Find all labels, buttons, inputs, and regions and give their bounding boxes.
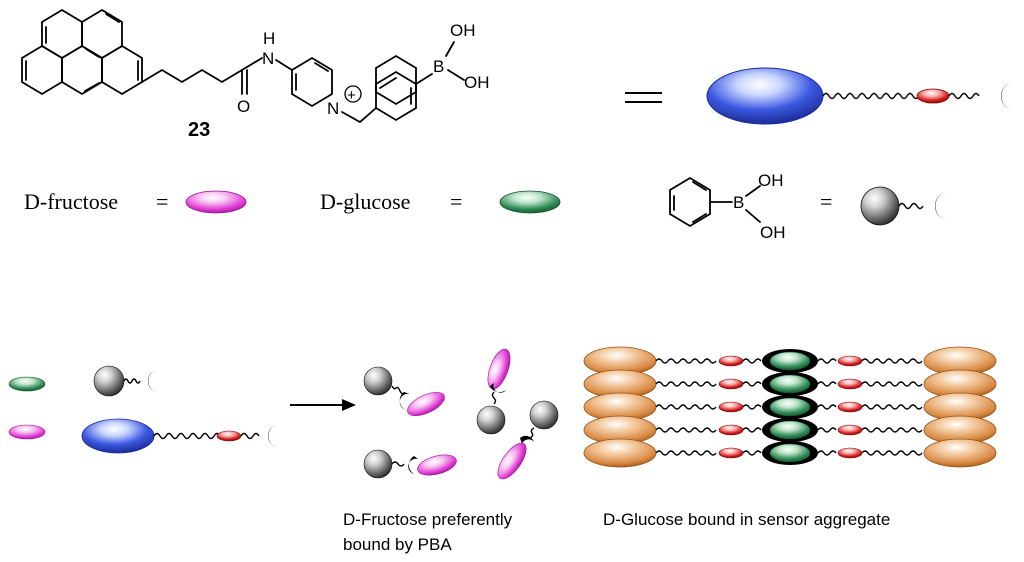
complex-3 bbox=[476, 348, 511, 435]
linker-wave bbox=[742, 381, 762, 387]
sensor-aggregate bbox=[583, 346, 997, 468]
pba-hydroxyl-top: OH bbox=[758, 171, 784, 190]
linker-wave bbox=[655, 450, 717, 456]
pba-fructose-complexes bbox=[363, 348, 559, 480]
pba-equals: = bbox=[820, 189, 832, 214]
pyridinium-ellipse-icon bbox=[216, 430, 242, 442]
fructose-caption-line1: D-Fructose preferently bbox=[343, 510, 513, 529]
linker-wave bbox=[861, 450, 923, 456]
linker-wave bbox=[655, 381, 717, 387]
pyridinium-nitrogen: N bbox=[327, 99, 339, 118]
glucose-ellipse-icon bbox=[499, 190, 561, 214]
pyrene-ellipse-icon bbox=[583, 438, 657, 468]
boron-atom: B bbox=[433, 57, 444, 76]
amide-hydrogen: H bbox=[263, 29, 275, 48]
linker-wave bbox=[861, 427, 923, 433]
glucose-caption: D-Glucose bound in sensor aggregate bbox=[603, 510, 890, 529]
glucose-ellipse-icon bbox=[769, 374, 811, 394]
pba-structure: B OH OH bbox=[669, 171, 786, 242]
amide-nitrogen: N bbox=[262, 49, 274, 68]
fructose-ellipse-icon bbox=[497, 442, 527, 480]
pba-claw-icon bbox=[148, 370, 158, 392]
pyridinium-ring bbox=[291, 56, 333, 108]
linker-wave bbox=[655, 358, 717, 364]
reactants bbox=[8, 365, 278, 454]
pba-sphere-icon bbox=[860, 186, 900, 226]
fructose-ellipse-icon bbox=[185, 190, 247, 214]
pyridinium-ellipse-icon bbox=[718, 424, 744, 436]
complex-4 bbox=[497, 400, 559, 480]
glucose-ellipse-icon bbox=[8, 376, 46, 392]
pba-boron: B bbox=[733, 193, 744, 212]
fructose-ellipse-icon bbox=[417, 454, 457, 476]
pyrene-ellipse-icon bbox=[923, 438, 997, 468]
pyridinium-ellipse-icon bbox=[916, 88, 950, 104]
pba-cartoon bbox=[860, 186, 948, 226]
linker-wave bbox=[822, 92, 920, 100]
linker-wave bbox=[742, 427, 762, 433]
glucose-ellipse-icon bbox=[769, 420, 811, 440]
pba-sphere-icon bbox=[529, 400, 559, 430]
pba-sphere-icon bbox=[363, 449, 393, 479]
fructose-ellipse-icon bbox=[407, 391, 445, 417]
butanoyl-chain bbox=[141, 68, 243, 84]
complex-2 bbox=[363, 449, 457, 479]
pyrene-rings bbox=[21, 8, 143, 96]
pyridinium-ellipse-icon bbox=[718, 355, 744, 367]
fructose-ellipse-icon bbox=[8, 424, 46, 440]
pyridinium-ellipse-icon bbox=[718, 401, 744, 413]
reaction-arrow bbox=[290, 399, 356, 411]
linker-wave bbox=[861, 381, 923, 387]
pyridinium-ellipse-icon bbox=[718, 447, 744, 459]
positive-charge-symbol: + bbox=[347, 87, 356, 104]
fructose-label: D-fructose bbox=[24, 189, 118, 214]
pba-sphere-icon bbox=[93, 365, 125, 397]
compound-23-structure: O N H N + B OH OH 23 bbox=[21, 8, 490, 141]
boronic-acid-claw-icon bbox=[1001, 82, 1014, 110]
pba-sphere-icon bbox=[476, 405, 506, 435]
fructose-caption-line2: bound by PBA bbox=[343, 535, 452, 554]
glucose-equals: = bbox=[450, 189, 462, 214]
pyridinium-ellipse-icon bbox=[718, 378, 744, 390]
pyrene-ellipse-icon bbox=[81, 418, 155, 454]
pyridinium-ellipse-icon bbox=[837, 447, 863, 459]
glucose-ellipse-icon bbox=[769, 443, 811, 463]
linker-wave bbox=[817, 450, 837, 456]
linker-wave bbox=[817, 427, 837, 433]
linker-wave bbox=[742, 358, 762, 364]
linker-wave bbox=[655, 404, 717, 410]
linker-wave bbox=[817, 381, 837, 387]
pyridinium-ellipse-icon bbox=[837, 401, 863, 413]
pba-claw-icon bbox=[935, 192, 948, 220]
linker-wave bbox=[742, 450, 762, 456]
linker-wave bbox=[861, 358, 923, 364]
linker-wave bbox=[861, 404, 923, 410]
linker-wave bbox=[655, 427, 717, 433]
fructose-ellipse-icon bbox=[487, 348, 511, 390]
linker-wave bbox=[817, 404, 837, 410]
glucose-ellipse-icon bbox=[769, 351, 811, 371]
pyrene-ellipse-icon bbox=[706, 67, 824, 125]
sensor-claw-icon bbox=[268, 425, 278, 447]
fructose-equals: = bbox=[156, 189, 168, 214]
pyridinium-ellipse-icon bbox=[837, 424, 863, 436]
compound-number: 23 bbox=[188, 119, 210, 141]
pba-hydroxyl-bottom: OH bbox=[760, 223, 786, 242]
hydroxyl-top: OH bbox=[450, 21, 476, 40]
positive-charge-icon bbox=[344, 85, 362, 103]
linker-wave bbox=[817, 358, 837, 364]
equals-sign-top bbox=[625, 92, 662, 103]
complex-1 bbox=[363, 366, 445, 417]
pba-sphere-icon bbox=[363, 366, 393, 396]
linker-wave bbox=[742, 404, 762, 410]
pyridinium-ellipse-icon bbox=[837, 355, 863, 367]
pyridinium-ellipse-icon bbox=[837, 378, 863, 390]
sensor-cartoon bbox=[706, 67, 1014, 125]
glucose-ellipse-icon bbox=[769, 397, 811, 417]
glucose-label: D-glucose bbox=[320, 189, 410, 214]
carbonyl-oxygen: O bbox=[237, 97, 250, 116]
hydroxyl-right: OH bbox=[464, 73, 490, 92]
legend-row: D-fructose = D-glucose = B OH OH = bbox=[24, 171, 948, 242]
